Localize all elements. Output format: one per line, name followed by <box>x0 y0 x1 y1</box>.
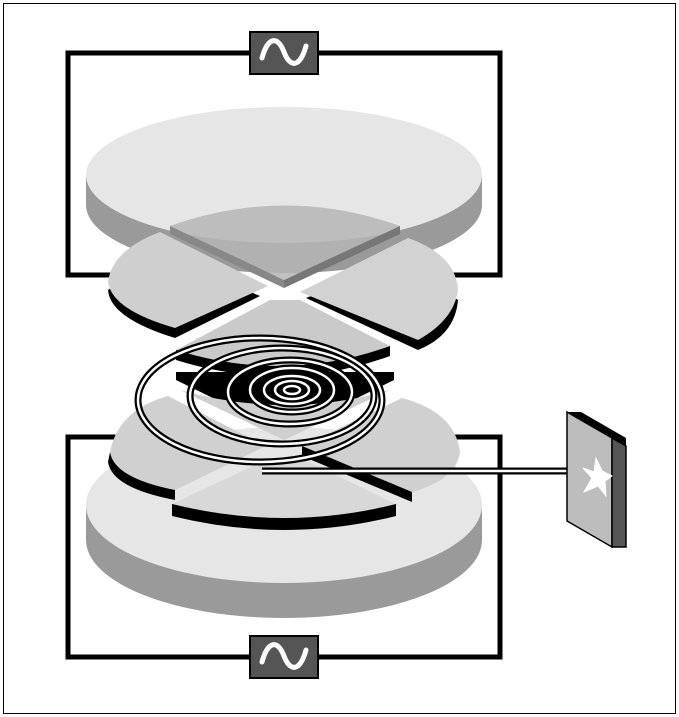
bottom-circuit-wire <box>65 434 503 660</box>
sine-wave-icon <box>259 642 309 670</box>
spiral-trajectory <box>134 334 602 475</box>
impact-flash-icon <box>582 456 613 498</box>
top-circuit-wire <box>65 50 503 278</box>
sine-wave-icon <box>259 38 309 66</box>
upper-segment-back <box>170 205 400 280</box>
detector-screen <box>566 410 627 549</box>
detector-side <box>611 436 627 548</box>
ac-source-bottom <box>249 635 319 679</box>
upper-segment-right <box>300 238 458 340</box>
lower-segment-left <box>110 396 266 490</box>
upper-segment-left <box>108 232 268 328</box>
lower-segment-front <box>172 458 396 518</box>
ac-source-top <box>249 31 319 75</box>
